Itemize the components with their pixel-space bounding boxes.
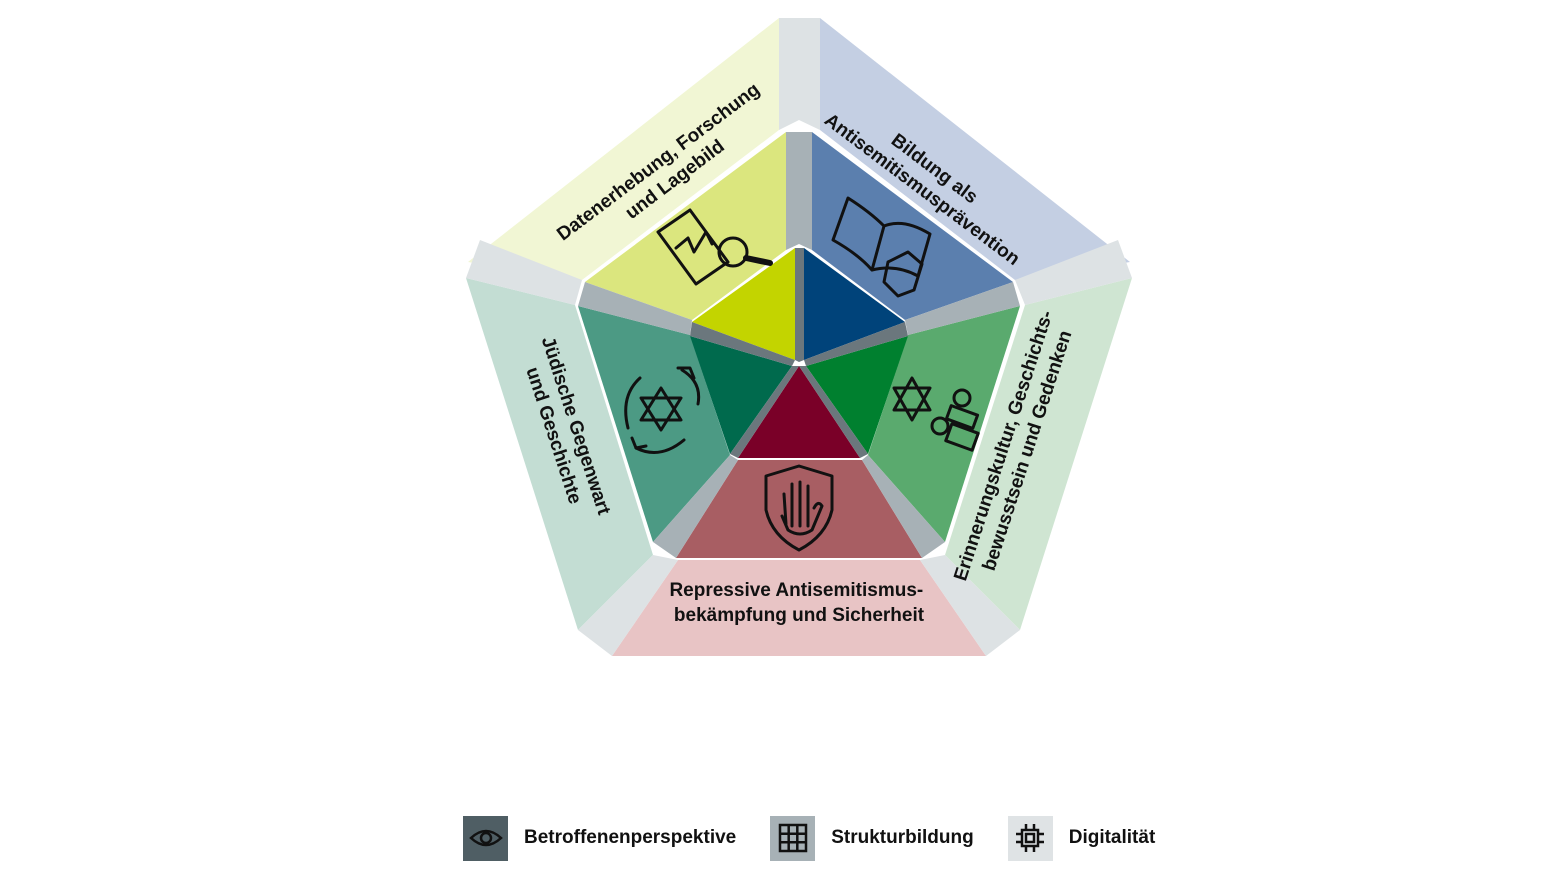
- middle-joint: [905, 282, 1020, 335]
- inner-joint: [804, 322, 908, 366]
- outer-segment-repressive: [612, 560, 986, 656]
- outer-segment-juedisch: [466, 278, 653, 630]
- inner-ring: [690, 248, 908, 458]
- legend-label: Strukturbildung: [831, 827, 974, 848]
- outer-segment-bildung: [820, 18, 1130, 280]
- legend-item-betroffenenperspektive: Betroffenenperspektive: [463, 815, 737, 861]
- outer-segment-datenerhebung: [468, 18, 779, 280]
- outer-joint: [779, 18, 820, 130]
- middle-segment-erinnerung: [868, 306, 1020, 542]
- inner-segment-bildung: [804, 248, 905, 360]
- inner-joint: [795, 248, 804, 362]
- inner-joint: [690, 322, 795, 366]
- middle-joint: [862, 455, 945, 558]
- grid-icon: [770, 815, 816, 861]
- outer-joint: [920, 555, 1020, 656]
- outer-joint: [578, 555, 678, 656]
- inner-segment-repressive: [738, 366, 860, 458]
- middle-segment-juedisch: [578, 306, 730, 542]
- book-shield-icon: [831, 196, 932, 298]
- eye-icon: [463, 815, 508, 861]
- inner-segment-juedisch: [690, 336, 792, 454]
- chip-icon: [1007, 815, 1053, 861]
- legend-label: Digitalität: [1068, 827, 1156, 848]
- inner-joint: [799, 366, 868, 458]
- outer-joint: [1015, 240, 1132, 305]
- document-magnifier-icon: [656, 208, 773, 286]
- legend-label: Betroffenenperspektive: [524, 827, 737, 848]
- star-of-david-memorial-icon: [892, 376, 980, 452]
- inner-segment-erinnerung: [806, 336, 908, 454]
- inner-joint: [730, 366, 799, 458]
- outer-segment-erinnerung: [945, 278, 1132, 630]
- shield-hand-icon: [764, 464, 834, 552]
- middle-segment-datenerhebung: [585, 132, 786, 320]
- middle-joint: [578, 282, 692, 335]
- outer-joint: [466, 240, 582, 305]
- inner-segment-datenerhebung: [692, 248, 795, 360]
- middle-joint: [653, 455, 738, 558]
- star-of-david-cycle-icon: [624, 366, 701, 454]
- legend: Betroffenenperspektive Strukturbildung D…: [463, 815, 1189, 861]
- label-repressive: Repressive Antisemitismus- bekämpfung un…: [669, 580, 928, 626]
- legend-item-strukturbildung: Strukturbildung: [770, 815, 974, 861]
- middle-joint: [786, 132, 812, 250]
- outer-ring: [466, 18, 1132, 656]
- legend-item-digitalitaet: Digitalität: [1007, 815, 1156, 861]
